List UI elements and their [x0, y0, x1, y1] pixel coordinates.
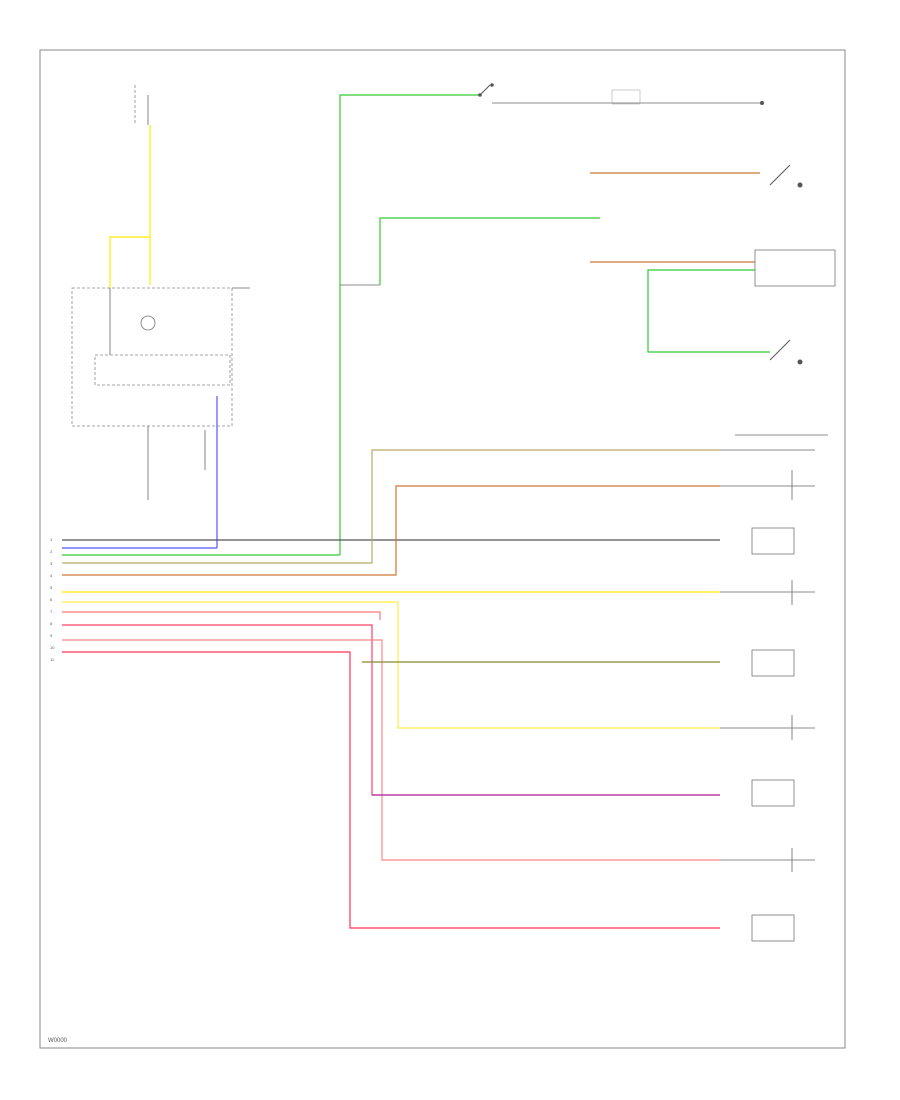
fuse-box-outline	[71, 287, 233, 427]
brake-relay-box	[754, 249, 836, 287]
wire-green-branch	[379, 217, 600, 285]
pin-label: 2	[50, 549, 53, 554]
indicator-lamp-icon	[140, 315, 156, 331]
wire-red-10	[62, 651, 720, 929]
pin-label: 7	[50, 609, 53, 614]
component-box-3	[751, 779, 795, 807]
wire-green-relay	[647, 269, 770, 353]
ignition-feed-section	[62, 85, 250, 549]
brake-switch-section	[339, 83, 836, 555]
pin-label: 8	[50, 621, 53, 626]
pin-label: 4	[50, 573, 53, 578]
pin-label: 6	[50, 597, 53, 602]
component-box-2	[751, 649, 795, 677]
wire-red-8	[62, 624, 720, 796]
control-module-box	[94, 354, 231, 386]
pin-label: 10	[50, 645, 55, 650]
diagram-frame	[39, 49, 846, 1049]
harness-bus	[62, 449, 720, 929]
wire-yellow-branch	[109, 236, 150, 288]
pin-label: 3	[50, 561, 53, 566]
connector-pin-labels: 1 2 3 4 5 6 7 8 9 10 11	[50, 537, 55, 662]
wire-pink-7	[62, 611, 381, 620]
wire-yellow-6	[62, 601, 720, 729]
component-box-1	[751, 527, 795, 555]
wire-green-main	[339, 94, 480, 555]
wire-pink-9	[62, 639, 720, 861]
pin-label: 9	[50, 633, 53, 638]
pin-label: 1	[50, 537, 53, 542]
pin-label: 5	[50, 585, 53, 590]
wire-orange-4	[62, 485, 720, 576]
right-components	[720, 449, 815, 942]
diagram-code: W0000	[48, 1038, 68, 1044]
component-box-4	[751, 914, 795, 942]
pin-label: 11	[50, 657, 55, 662]
wire-tan-3	[62, 449, 720, 564]
junction-box-icon	[611, 89, 641, 105]
